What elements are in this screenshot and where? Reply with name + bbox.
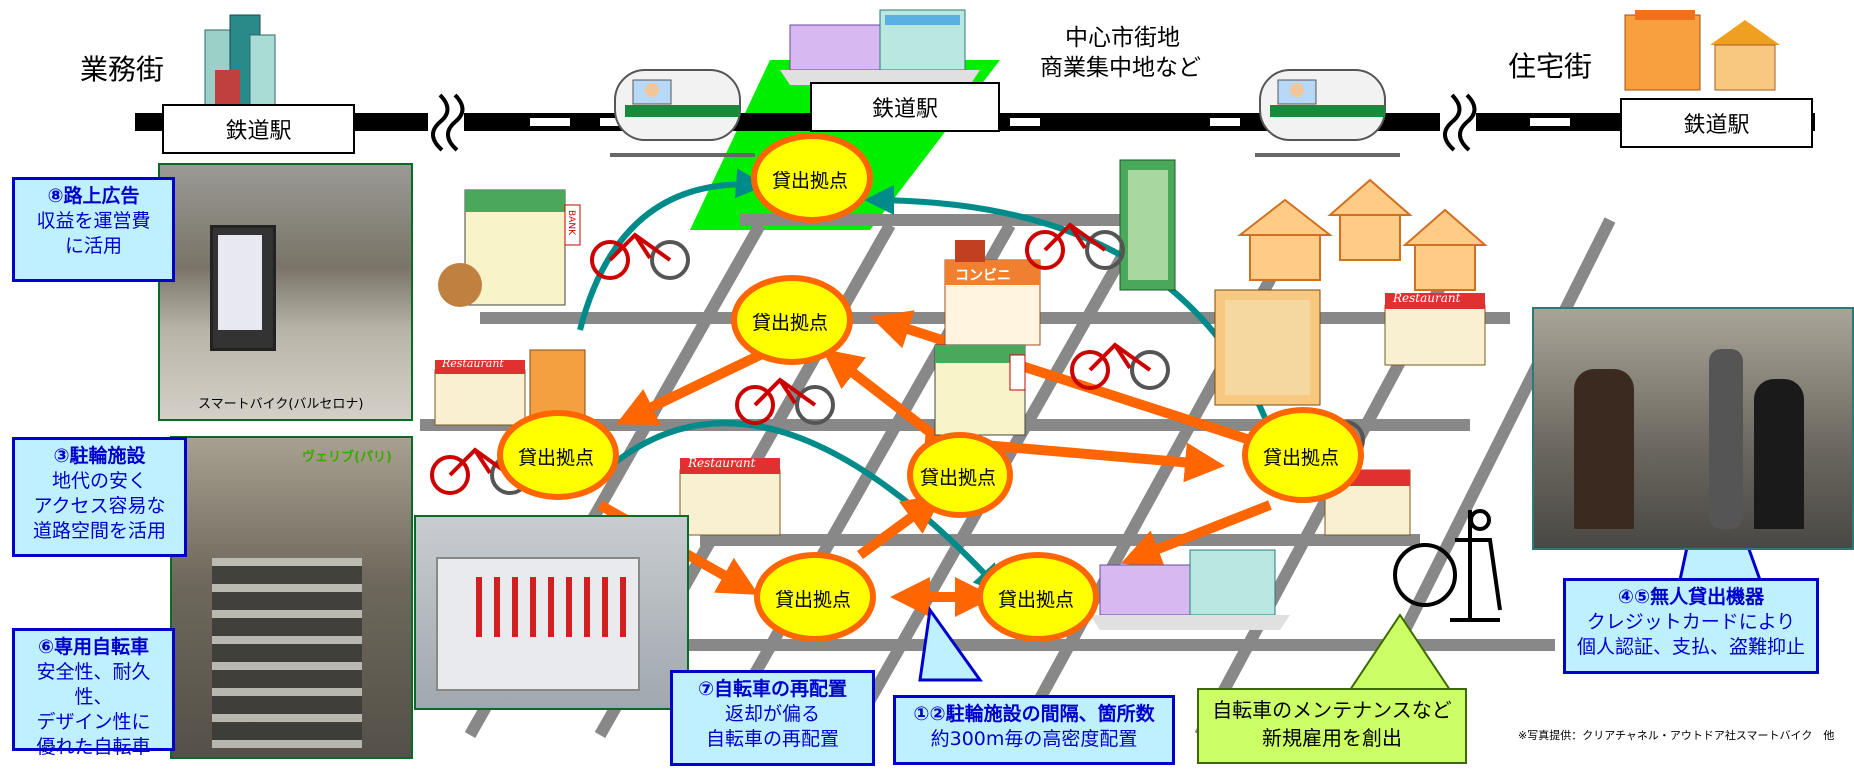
office-buildings-icon [204, 14, 276, 106]
conveni-sign: コンビニ [955, 268, 1011, 284]
barcelona-caption: スマートバイク(バルセロナ) [198, 397, 364, 412]
hub-label-2: 貸出拠点 [752, 312, 829, 334]
callout-redistribution-line1: 返却が偏る [724, 703, 820, 725]
tall-building-icon [1119, 159, 1176, 291]
callout-dedicated-bike-line2: デザイン性に [36, 711, 151, 733]
residential-label: 住宅街 [1508, 50, 1593, 83]
callout-street-ad: ⑧路上広告 収益を運営費 に活用 [12, 177, 175, 282]
center-label-line2: 商業集中地など [1040, 55, 1201, 81]
callout-street-ad-line2: に活用 [64, 235, 122, 257]
shopping-mall-icon [1090, 549, 1290, 630]
callout-unmanned-machine-title: ④⑤無人貸出機器 [1617, 586, 1765, 608]
bank-building-icon [438, 189, 581, 307]
callout-unmanned-machine-line2: 個人認証、支払、盗難抑止 [1576, 636, 1805, 658]
velib-caption: ヴェリブ(パリ) [302, 450, 392, 465]
bank-sign: BANK [566, 210, 576, 235]
callout-redistribution: ⑦自転車の再配置 返却が偏る 自転車の再配置 [670, 670, 875, 766]
callout-dedicated-bike: ⑥専用自転車 安全性、耐久性、 デザイン性に 優れた自転車 [12, 628, 175, 758]
person-2 [1754, 379, 1804, 529]
restaurant3-icon [1384, 293, 1486, 366]
train-right [1255, 69, 1400, 157]
train-left [610, 69, 755, 157]
photo-barcelona: スマートバイク(バルセロナ) [158, 163, 413, 421]
photo-paris-velib: ヴェリブ(パリ) [170, 436, 413, 759]
callout-density-title: ①②駐輪施設の間隔、箇所数 [913, 703, 1155, 725]
station-center: 鉄道駅 [810, 82, 1000, 132]
callout-parking-line1: 地代の安く [51, 470, 147, 492]
conveni-store-icon [944, 240, 1041, 346]
maintenance-worker-icon [1393, 509, 1502, 622]
hub-label-6: 貸出拠点 [775, 589, 852, 611]
callout-dedicated-bike-line3: 優れた自転車 [36, 736, 151, 758]
hub-ellipse-3 [497, 410, 619, 500]
station-residential: 鉄道駅 [1620, 98, 1813, 148]
callout-parking: ③駐輪施設 地代の安く アクセス容易な 道路空間を活用 [12, 437, 187, 557]
callout-maintenance-line1: 自転車のメンテナンスなど [1212, 698, 1452, 722]
callout-unmanned-machine: ④⑤無人貸出機器 クレジットカードにより 個人認証、支払、盗難抑止 [1563, 578, 1819, 674]
hub-ellipse-2 [731, 275, 853, 365]
hub-ellipse-4 [907, 432, 1013, 518]
callout-density: ①②駐輪施設の間隔、箇所数 約300m毎の高密度配置 [893, 695, 1175, 765]
callout-street-ad-title: ⑧路上広告 [47, 185, 140, 207]
hub-label-4: 貸出拠点 [920, 467, 997, 489]
callout-dedicated-bike-title: ⑥専用自転車 [37, 636, 150, 658]
hub-label-5: 貸出拠点 [1263, 447, 1340, 469]
hub-ellipse-6 [754, 552, 876, 642]
hub-label-1: 貸出拠点 [772, 170, 849, 192]
hub-label-3: 貸出拠点 [518, 447, 595, 469]
photo-kiosk [1532, 307, 1854, 550]
kiosk-post [1709, 349, 1743, 529]
callout-parking-line3: 道路空間を活用 [32, 520, 166, 542]
restaurant-sign-2: Restaurant [688, 456, 756, 470]
restaurant-sign-1: Restaurant [442, 357, 504, 370]
hub-ellipse-5 [1242, 407, 1364, 503]
restaurant2-icon [679, 458, 781, 536]
person-1 [1574, 369, 1634, 529]
photo-redistribution-truck [414, 515, 689, 710]
photo-credit: ※写真提供：クリアチャネル・アウトドア社スマートバイク 他 [1518, 729, 1835, 742]
apartment-building-icon [1214, 289, 1321, 406]
hub-label-7: 貸出拠点 [998, 589, 1075, 611]
callout-dedicated-bike-line1: 安全性、耐久性、 [36, 661, 151, 708]
callout-density-line1: 約300m毎の高密度配置 [930, 728, 1138, 750]
hub-ellipse-7 [977, 552, 1099, 642]
callout-maintenance-line2: 新規雇用を創出 [1262, 726, 1402, 750]
billboard-ad [218, 235, 262, 330]
callout-redistribution-title: ⑦自転車の再配置 [697, 678, 848, 700]
callout-unmanned-machine-line1: クレジットカードにより [1586, 611, 1796, 633]
callout-parking-title: ③駐輪施設 [53, 445, 146, 467]
callout-redistribution-line2: 自転車の再配置 [705, 728, 839, 750]
bike-rack-shape [212, 558, 362, 748]
bank2-building-icon [934, 344, 1026, 436]
apartment-houses-icon [1624, 10, 1780, 91]
hub-ellipse-1 [751, 133, 873, 223]
callout-parking-line2: アクセス容易な [33, 495, 166, 517]
restaurant-sign-3: Restaurant [1393, 291, 1461, 305]
center-label-line1: 中心市街地 [1065, 25, 1180, 51]
business-district-label: 業務街 [80, 53, 165, 86]
shopping-center-icon [780, 9, 980, 85]
callout-maintenance: 自転車のメンテナンスなど 新規雇用を創出 [1197, 688, 1467, 764]
callout-street-ad-line1: 収益を運営費 [36, 210, 151, 232]
houses-icon [1237, 178, 1488, 291]
station-business: 鉄道駅 [162, 104, 355, 154]
red-bikes-shape [476, 577, 626, 637]
